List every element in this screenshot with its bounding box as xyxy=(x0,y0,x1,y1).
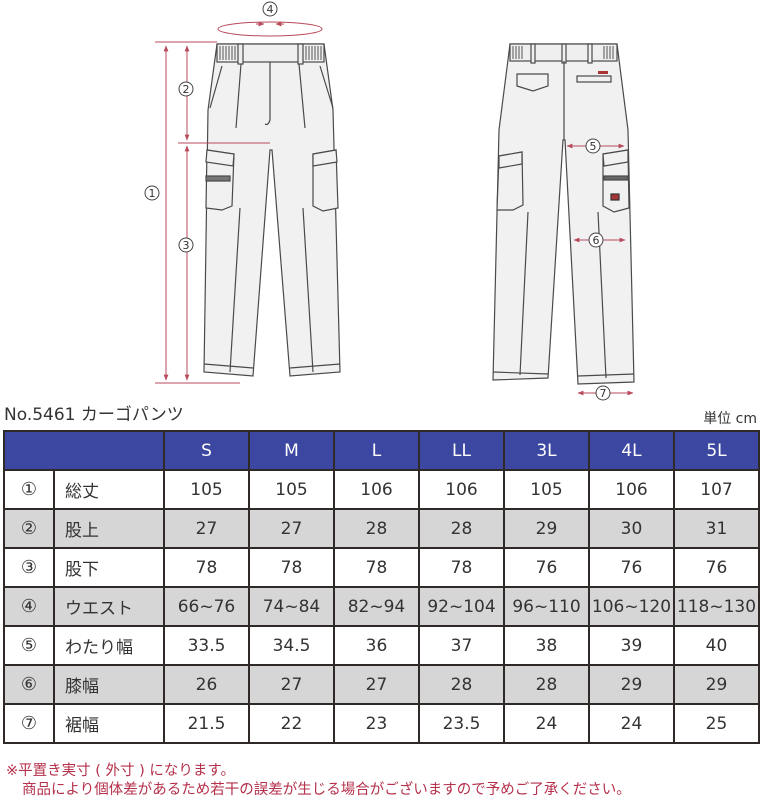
header-row: S M L LL 3L 4L 5L xyxy=(3,430,760,471)
col-header-s: S xyxy=(163,430,250,471)
front-view-pants xyxy=(203,43,341,377)
cell: 21.5 xyxy=(163,703,250,744)
row-label: ウエスト xyxy=(53,586,165,627)
row-number: ⑦ xyxy=(3,703,55,744)
row-number: ② xyxy=(3,508,55,549)
marker-5: 5 xyxy=(590,140,597,153)
cell: 106 xyxy=(588,469,675,510)
col-header-m: M xyxy=(248,430,335,471)
cell: 36 xyxy=(333,625,420,666)
row-number: ⑤ xyxy=(3,625,55,666)
cell: 31 xyxy=(673,508,760,549)
cell: 29 xyxy=(673,664,760,705)
product-title: No.5461 カーゴパンツ xyxy=(4,405,184,425)
table-row-total-length: ① 総丈 105 105 106 106 105 106 107 xyxy=(3,469,760,510)
cell: 78 xyxy=(248,547,335,588)
cell: 106 xyxy=(333,469,420,510)
cell: 107 xyxy=(673,469,760,510)
row-label: 膝幅 xyxy=(53,664,165,705)
row-label: 裾幅 xyxy=(53,703,165,744)
marker-3: 3 xyxy=(183,239,190,252)
cell: 27 xyxy=(248,664,335,705)
cell: 26 xyxy=(163,664,250,705)
row-label: 股上 xyxy=(53,508,165,549)
marker-4: 4 xyxy=(267,3,274,16)
measurement-note: ※平置き実寸 ( 外寸 ) になります。 商品により個体差があるため若干の誤差が… xyxy=(6,762,631,800)
cell: 78 xyxy=(333,547,420,588)
row-number: ④ xyxy=(3,586,55,627)
col-header-ll: LL xyxy=(418,430,505,471)
cell: 24 xyxy=(503,703,590,744)
cell: 40 xyxy=(673,625,760,666)
cell: 106~120 xyxy=(588,586,675,627)
cell: 78 xyxy=(163,547,250,588)
table-row-knee-width: ⑥ 膝幅 26 27 27 28 28 29 29 xyxy=(3,664,760,705)
cell: 92~104 xyxy=(418,586,505,627)
row-label: わたり幅 xyxy=(53,625,165,666)
cell: 105 xyxy=(248,469,335,510)
cell: 33.5 xyxy=(163,625,250,666)
cell: 37 xyxy=(418,625,505,666)
row-number: ⑥ xyxy=(3,664,55,705)
col-header-l: L xyxy=(333,430,420,471)
unit-label: 単位 cm xyxy=(703,411,757,427)
cell: 28 xyxy=(418,664,505,705)
table-row-waist: ④ ウエスト 66~76 74~84 82~94 92~104 96~110 1… xyxy=(3,586,760,627)
marker-6: 6 xyxy=(593,234,600,247)
cell: 76 xyxy=(673,547,760,588)
cell: 82~94 xyxy=(333,586,420,627)
col-header-3l: 3L xyxy=(503,430,590,471)
cell: 76 xyxy=(588,547,675,588)
note-line-2: 商品により個体差があるため若干の誤差が生じる場合がございますので予めご了承くださ… xyxy=(22,782,631,798)
cell: 27 xyxy=(163,508,250,549)
cell: 118~130 xyxy=(673,586,760,627)
cell: 27 xyxy=(248,508,335,549)
back-view-pants xyxy=(492,43,635,385)
cell: 38 xyxy=(503,625,590,666)
cell: 78 xyxy=(418,547,505,588)
cell: 22 xyxy=(248,703,335,744)
table-row-thigh-width: ⑤ わたり幅 33.5 34.5 36 37 38 39 40 xyxy=(3,625,760,666)
cell: 74~84 xyxy=(248,586,335,627)
col-header-5l: 5L xyxy=(673,430,760,471)
cell: 66~76 xyxy=(163,586,250,627)
cell: 96~110 xyxy=(503,586,590,627)
pants-measurement-diagram: 1 2 3 4 5 6 7 xyxy=(144,1,635,401)
size-chart-table: S M L LL 3L 4L 5L ① 総丈 105 105 106 106 1… xyxy=(3,430,760,744)
marker-7: 7 xyxy=(600,387,607,400)
cell: 25 xyxy=(673,703,760,744)
cell: 106 xyxy=(418,469,505,510)
table-row-rise: ② 股上 27 27 28 28 29 30 31 xyxy=(3,508,760,549)
col-header-4l: 4L xyxy=(588,430,675,471)
cell: 76 xyxy=(503,547,590,588)
front-dimension-markers xyxy=(144,1,278,253)
marker-1: 1 xyxy=(149,187,156,200)
front-dimension-lines xyxy=(155,21,323,384)
cell: 28 xyxy=(503,664,590,705)
cell: 29 xyxy=(503,508,590,549)
cell: 30 xyxy=(588,508,675,549)
cell: 23 xyxy=(333,703,420,744)
cell: 28 xyxy=(333,508,420,549)
row-number: ① xyxy=(3,469,55,510)
marker-2: 2 xyxy=(183,83,190,96)
cell: 28 xyxy=(418,508,505,549)
cell: 105 xyxy=(503,469,590,510)
table-row-hem-width: ⑦ 裾幅 21.5 22 23 23.5 24 24 25 xyxy=(3,703,760,744)
cell: 105 xyxy=(163,469,250,510)
cell: 27 xyxy=(333,664,420,705)
cell: 23.5 xyxy=(418,703,505,744)
cell: 29 xyxy=(588,664,675,705)
cell: 39 xyxy=(588,625,675,666)
row-label: 股下 xyxy=(53,547,165,588)
note-line-1: ※平置き実寸 ( 外寸 ) になります。 xyxy=(6,763,235,779)
cell: 24 xyxy=(588,703,675,744)
table-row-inseam: ③ 股下 78 78 78 78 76 76 76 xyxy=(3,547,760,588)
row-label: 総丈 xyxy=(53,469,165,510)
cell: 34.5 xyxy=(248,625,335,666)
header-blank xyxy=(3,430,165,471)
row-number: ③ xyxy=(3,547,55,588)
